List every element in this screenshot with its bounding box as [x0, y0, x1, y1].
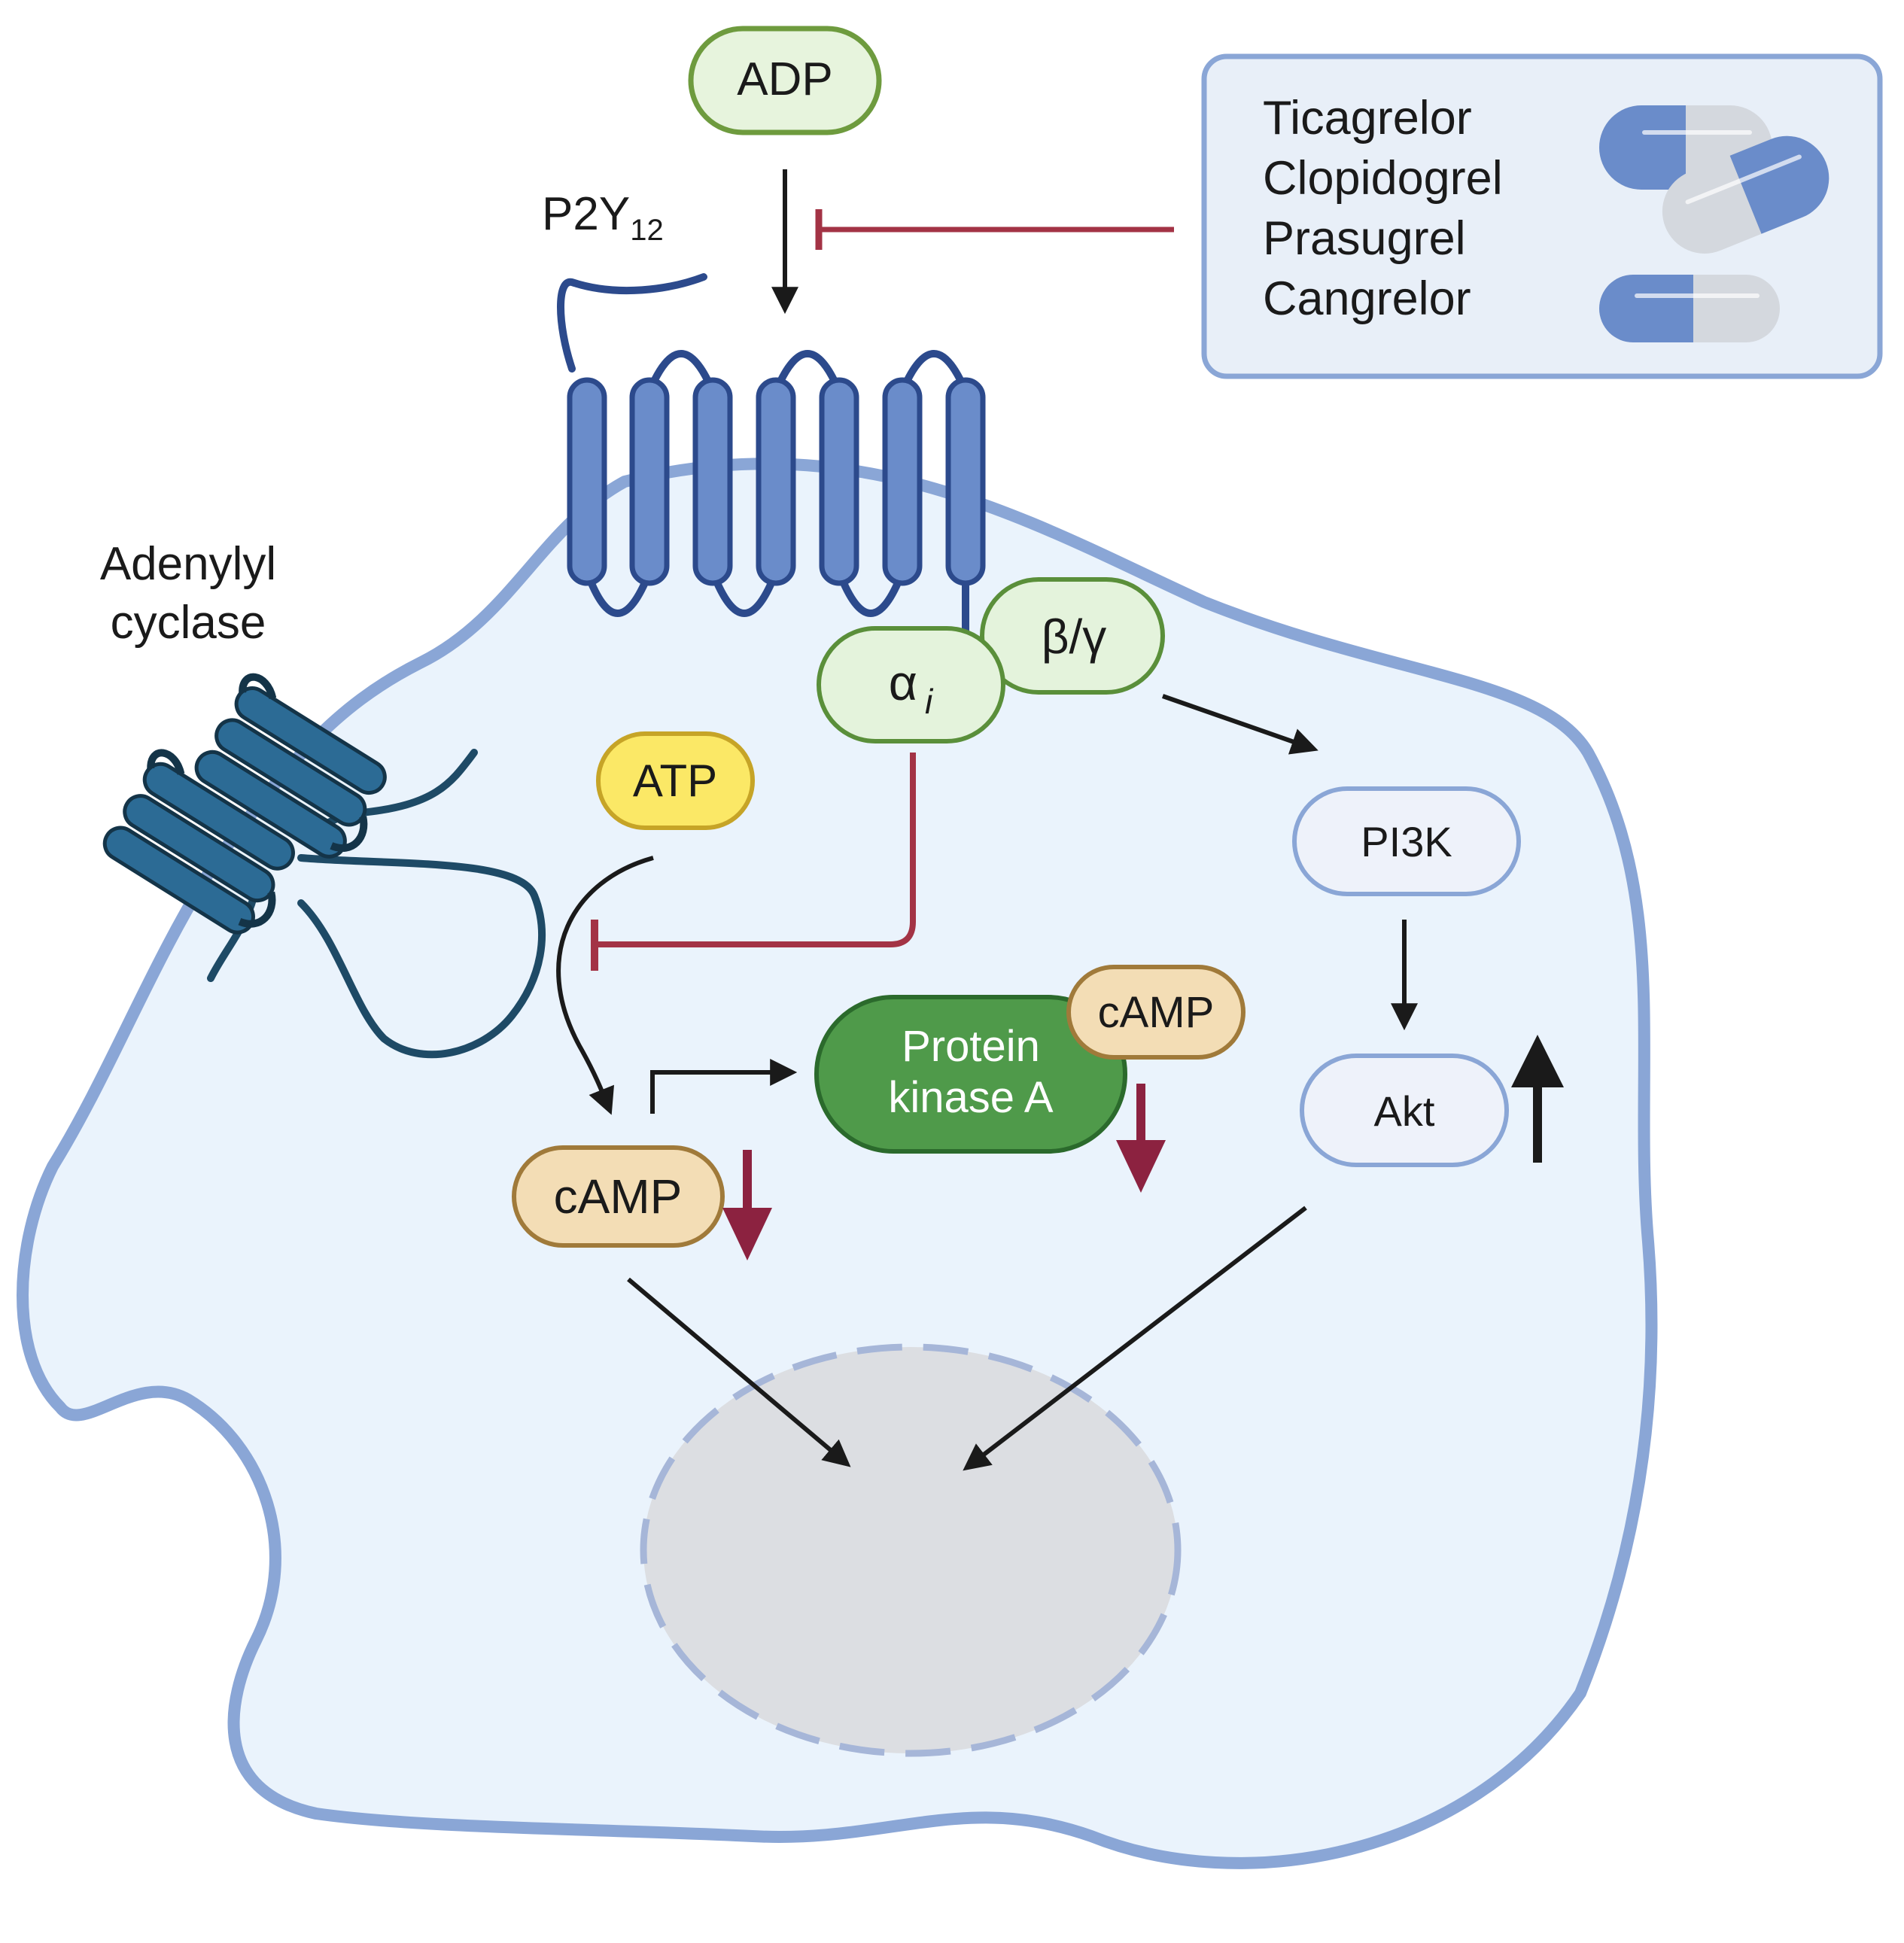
adenylyl-cyclase-icon	[102, 673, 546, 1059]
drug-name: Cangrelor	[1263, 272, 1471, 325]
drug-inhibition-line	[815, 209, 1174, 250]
pka-bound-camp-label: cAMP	[1098, 988, 1215, 1037]
g-beta-gamma-node: β/γ	[980, 577, 1165, 695]
camp-to-nucleus-arrow	[627, 1277, 851, 1467]
seven-transmembrane-receptor-icon	[557, 273, 986, 632]
cell-membrane	[17, 458, 1658, 1869]
drug-name: Clopidogrel	[1263, 152, 1503, 205]
receptor-label: P2Y12	[542, 188, 664, 247]
pka-bound-camp-node: cAMP	[1066, 965, 1246, 1060]
capsule-icon	[1599, 275, 1780, 342]
beta-gamma-to-pi3k-arrow	[1162, 694, 1319, 755]
beta-gamma-label: β/γ	[1042, 610, 1107, 664]
increase-arrow-icon	[1511, 1035, 1564, 1163]
adenylyl-cyclase-label: cyclase	[111, 597, 266, 649]
protein-kinase-a-node: Protein kinase A	[814, 995, 1127, 1154]
decrease-arrow-icon	[722, 1150, 772, 1260]
pi3k-node: PI3K	[1292, 786, 1521, 896]
capsule-icon	[1662, 135, 1829, 254]
atp-label: ATP	[633, 756, 717, 806]
atp-node: ATP	[596, 731, 755, 830]
alpha-i-inhibition-line	[591, 753, 916, 971]
drug-name: Ticagrelor	[1263, 92, 1472, 144]
akt-to-nucleus-arrow	[963, 1206, 1307, 1471]
pka-label: Protein	[902, 1022, 1040, 1071]
nucleus	[640, 1343, 1182, 1757]
adp-node: ADP	[688, 26, 882, 135]
camp-node: cAMP	[512, 1145, 725, 1248]
camp-to-pka-arrow	[650, 1059, 798, 1114]
akt-node: Akt	[1300, 1054, 1509, 1167]
drug-panel: Ticagrelor Clopidogrel Prasugrel Cangrel…	[1201, 53, 1883, 379]
camp-label: cAMP	[554, 1169, 683, 1224]
pka-label: kinase A	[888, 1073, 1054, 1122]
akt-label: Akt	[1374, 1087, 1435, 1135]
pi3k-label: PI3K	[1361, 818, 1452, 865]
drug-name: Prasugrel	[1263, 212, 1466, 265]
adp-label: ADP	[737, 53, 832, 105]
adenylyl-cyclase-label: Adenylyl	[100, 538, 276, 590]
atp-to-camp-arrow	[556, 856, 654, 1115]
decrease-arrow-icon	[1116, 1084, 1166, 1193]
